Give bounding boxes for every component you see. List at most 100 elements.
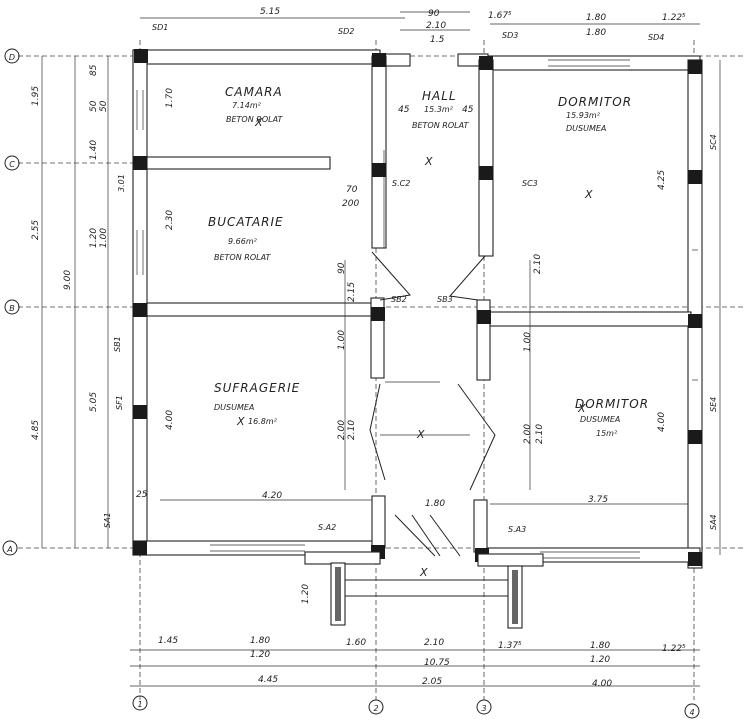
svg-text:4.45: 4.45 bbox=[258, 675, 278, 685]
room-finish-dormitor-1: DUSUMEA bbox=[566, 124, 606, 133]
svg-text:2.10: 2.10 bbox=[533, 254, 543, 274]
svg-text:1.37⁵: 1.37⁵ bbox=[498, 641, 522, 651]
svg-text:5.05: 5.05 bbox=[89, 392, 99, 412]
dim-top-overall: 5.15 bbox=[260, 7, 280, 17]
column-sd2 bbox=[372, 53, 386, 67]
svg-text:1.22⁵: 1.22⁵ bbox=[662, 644, 686, 654]
svg-text:X: X bbox=[236, 415, 245, 428]
column-sd3 bbox=[479, 56, 493, 70]
column-se4 bbox=[688, 430, 702, 444]
label-sa1: SA1 bbox=[103, 512, 112, 528]
axis-bubble-1: 1 bbox=[132, 695, 148, 711]
room-finish-camara: BETON ROLAT bbox=[226, 115, 283, 124]
svg-text:2.10: 2.10 bbox=[535, 424, 545, 444]
svg-text:2.00: 2.00 bbox=[337, 420, 347, 440]
room-name-sufragerie: SUFRAGERIE bbox=[214, 381, 300, 395]
svg-text:3: 3 bbox=[481, 704, 486, 713]
svg-text:2.30: 2.30 bbox=[165, 210, 175, 230]
svg-text:D: D bbox=[9, 53, 15, 62]
label-sd4: SD4 bbox=[648, 33, 664, 42]
svg-text:A: A bbox=[6, 545, 12, 554]
label-sd3: SD3 bbox=[502, 31, 518, 40]
svg-text:50: 50 bbox=[89, 100, 99, 112]
axis-bubble-d: D bbox=[4, 48, 20, 64]
room-hall: HALL 15.3m² BETON ROLAT bbox=[412, 89, 469, 130]
room-sufragerie: SUFRAGERIE DUSUMEA 16.8m² bbox=[214, 381, 300, 426]
room-camara: CAMARA 7.14m² BETON ROLAT bbox=[225, 85, 283, 124]
svg-text:X: X bbox=[584, 188, 593, 201]
label-se4: SE4 bbox=[709, 397, 718, 412]
column-sb2 bbox=[371, 307, 385, 321]
svg-text:4.85: 4.85 bbox=[31, 420, 41, 440]
axis-bubble-a: A bbox=[2, 540, 18, 556]
column-labels: SD1 SD2 SD3 SD4 S.C2 SC3 SC4 SB1 SF1 SB2… bbox=[103, 23, 718, 534]
svg-text:1.00: 1.00 bbox=[523, 332, 533, 352]
room-dormitor-2: DORMITOR DUSUMEA 15m² bbox=[575, 397, 649, 438]
svg-text:4.25: 4.25 bbox=[657, 170, 667, 190]
label-sc2: S.C2 bbox=[392, 179, 410, 188]
right-dimensions: 4.25 4.00 bbox=[657, 170, 667, 432]
svg-text:4.20: 4.20 bbox=[262, 491, 282, 501]
room-finish-sufragerie: DUSUMEA bbox=[214, 403, 254, 412]
label-sa4: SA4 bbox=[709, 514, 718, 530]
svg-text:85: 85 bbox=[89, 64, 99, 76]
svg-text:X: X bbox=[419, 566, 428, 579]
room-bucatarie: BUCATARIE 9.66m² BETON ROLAT bbox=[208, 215, 284, 262]
svg-text:B: B bbox=[9, 304, 15, 313]
svg-text:2.10: 2.10 bbox=[347, 420, 357, 440]
room-area-sufragerie: 16.8m² bbox=[248, 417, 278, 426]
svg-text:1.80: 1.80 bbox=[425, 499, 445, 509]
bottom-dimensions: 1.45 1.80 1.60 2.10 1.37⁵ 1.80 1.22⁵ 1.2… bbox=[158, 636, 686, 689]
svg-text:1.20: 1.20 bbox=[590, 655, 610, 665]
dim-top-d2: 2.10 bbox=[426, 21, 446, 31]
column-sd1 bbox=[134, 49, 148, 63]
room-name-bucatarie: BUCATARIE bbox=[208, 215, 284, 229]
svg-text:70: 70 bbox=[346, 185, 358, 195]
label-sa2: S.A2 bbox=[318, 523, 336, 532]
dim-top-d5: 1.80 bbox=[586, 13, 606, 23]
top-dimensions: 5.15 90 2.10 1.5 1.67⁵ 1.80 1.80 1.22⁵ bbox=[260, 7, 686, 45]
room-area-dormitor-1: 15.93m² bbox=[566, 111, 601, 120]
svg-text:X: X bbox=[254, 116, 263, 129]
room-dormitor-1: DORMITOR 15.93m² DUSUMEA bbox=[558, 95, 632, 133]
column-sc2 bbox=[372, 163, 386, 177]
label-sd1: SD1 bbox=[152, 23, 168, 32]
svg-text:1.20: 1.20 bbox=[301, 584, 311, 604]
label-sc4: SC4 bbox=[709, 134, 718, 150]
svg-text:X: X bbox=[577, 402, 586, 415]
svg-text:1.80: 1.80 bbox=[590, 641, 610, 651]
svg-text:2: 2 bbox=[373, 704, 378, 713]
label-sb3: SB3 bbox=[437, 295, 453, 304]
svg-text:1.00: 1.00 bbox=[337, 330, 347, 350]
column-sc3 bbox=[479, 166, 493, 180]
svg-text:C: C bbox=[9, 160, 15, 169]
label-sb1: SB1 bbox=[113, 336, 122, 352]
svg-text:1.70: 1.70 bbox=[165, 88, 175, 108]
interior-dimensions: 45 45 70 200 90 2.15 2.10 1.00 2.00 2.10… bbox=[136, 105, 608, 604]
column-sa1 bbox=[133, 541, 147, 555]
svg-text:4.00: 4.00 bbox=[657, 412, 667, 432]
column-sb1-mid bbox=[133, 405, 147, 419]
svg-text:1.40: 1.40 bbox=[89, 140, 99, 160]
dim-top-d4: 1.67⁵ bbox=[488, 11, 512, 21]
label-sc1: 3.01 bbox=[117, 174, 126, 192]
room-area-camara: 7.14m² bbox=[232, 101, 262, 110]
room-area-hall: 15.3m² bbox=[424, 105, 454, 114]
svg-text:10.75: 10.75 bbox=[424, 658, 450, 668]
dim-top-d3: 1.5 bbox=[430, 35, 445, 45]
svg-text:1.95: 1.95 bbox=[31, 86, 41, 106]
svg-text:2.00: 2.00 bbox=[523, 424, 533, 444]
svg-text:1.80: 1.80 bbox=[250, 636, 270, 646]
room-name-dormitor-1: DORMITOR bbox=[558, 95, 632, 109]
entry-porch bbox=[304, 514, 544, 629]
svg-text:2.10: 2.10 bbox=[424, 638, 444, 648]
room-name-dormitor-2: DORMITOR bbox=[575, 397, 649, 411]
column-sc4 bbox=[688, 170, 702, 184]
room-finish-hall: BETON ROLAT bbox=[412, 121, 469, 130]
svg-text:2.55: 2.55 bbox=[31, 220, 41, 240]
label-sc3: SC3 bbox=[522, 179, 538, 188]
room-name-hall: HALL bbox=[422, 89, 457, 103]
room-area-dormitor-2: 15m² bbox=[596, 429, 618, 438]
svg-text:200: 200 bbox=[342, 199, 359, 209]
